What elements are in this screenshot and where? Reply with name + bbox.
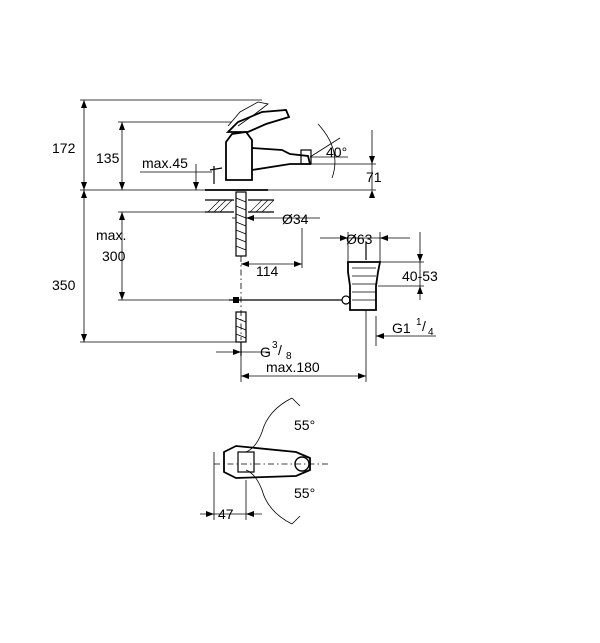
label-thread-g-den: 8: [286, 351, 292, 362]
label-max-300: 300: [102, 248, 126, 264]
threaded-shank: [235, 191, 247, 340]
label-waste-thread-slash: /: [422, 318, 426, 334]
label-waste-range: 40-53: [402, 268, 438, 284]
label-lever-angle: 40°: [326, 144, 347, 160]
countertop-section: [205, 199, 275, 213]
waste-assembly: [341, 242, 382, 311]
lever-raised-outline: [227, 101, 269, 127]
rotation-arc-bottom: [245, 469, 293, 525]
label-spout-height: 135: [96, 150, 120, 166]
hose-lower: [235, 311, 247, 356]
label-outlet-height: 71: [366, 169, 382, 185]
label-lever-offset: 47: [218, 506, 234, 522]
top-view-body: [223, 445, 311, 479]
lever-handle: [225, 109, 291, 133]
mixer-top-view: [200, 397, 330, 525]
spout: [251, 147, 312, 171]
dimension-labels: 172 135 max.45 40° 71 Ø34 max. 300 350 1…: [52, 140, 438, 522]
popup-linkage: [229, 297, 342, 303]
popup-rod: [209, 166, 223, 184]
label-max-45: max.45: [142, 155, 188, 171]
label-max-180: max.180: [266, 359, 320, 375]
label-max: max.: [96, 227, 126, 243]
label-thread-g: G: [260, 344, 271, 360]
label-rotation-bottom: 55°: [294, 485, 315, 501]
label-rotation-top: 55°: [294, 417, 315, 433]
mixer-side-view: [205, 101, 312, 191]
label-reach-114: 114: [256, 263, 279, 279]
label-waste-diameter: Ø63: [346, 231, 373, 247]
label-waste-thread-den: 4: [428, 327, 434, 338]
mixer-body: [225, 131, 253, 181]
label-waste-thread-num: 1: [416, 317, 422, 328]
label-hose-length: 350: [52, 277, 76, 293]
label-hole-diameter: Ø34: [282, 211, 309, 227]
dimension-lines: [80, 99, 436, 382]
label-waste-thread: G1: [392, 320, 411, 336]
label-thread-g-num: 3: [272, 340, 278, 351]
label-overall-height: 172: [52, 140, 76, 156]
label-thread-g-slash: /: [278, 342, 282, 358]
rotation-arc-top: [245, 397, 293, 453]
